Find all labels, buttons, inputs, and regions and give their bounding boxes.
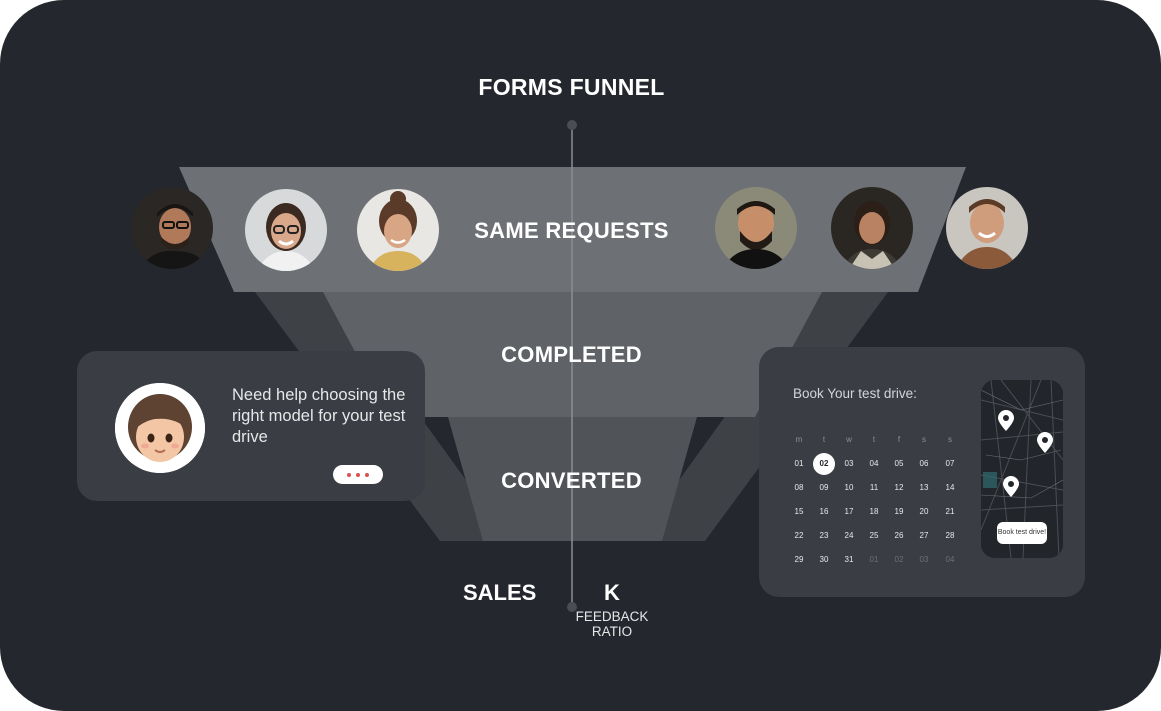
calendar-day[interactable]: 12 xyxy=(894,483,904,492)
avatar-person-2 xyxy=(245,189,327,271)
stage-label-completed: COMPLETED xyxy=(501,342,642,367)
calendar-day[interactable]: 07 xyxy=(945,459,955,468)
calendar-day[interactable]: 15 xyxy=(794,507,804,516)
calendar-day-next-month: 04 xyxy=(945,555,955,564)
weekday-label: t xyxy=(822,435,826,444)
avatar-person-6 xyxy=(946,187,1028,269)
avatar-person-4 xyxy=(715,187,797,269)
weekday-label: s xyxy=(922,435,926,444)
calendar-day[interactable]: 24 xyxy=(844,531,854,540)
assistant-chat-card: Need help choosing the right model for y… xyxy=(77,351,425,501)
calendar-day[interactable]: 03 xyxy=(844,459,854,468)
calendar-day[interactable]: 18 xyxy=(869,507,879,516)
weekday-label: m xyxy=(795,435,803,444)
calendar-day-next-month: 01 xyxy=(869,555,879,564)
k-value: K xyxy=(604,580,620,605)
map-pin-icon[interactable] xyxy=(1002,476,1020,503)
calendar-day[interactable]: 11 xyxy=(869,483,879,492)
map-pin-icon[interactable] xyxy=(997,410,1015,437)
avatar-person-3 xyxy=(357,189,439,271)
book-test-drive-card: Book Your test drive: m t w t f s s 01 0… xyxy=(759,347,1085,597)
avatar-person-5 xyxy=(831,187,913,269)
calendar-day[interactable]: 25 xyxy=(869,531,879,540)
calendar-day[interactable]: 01 xyxy=(794,459,804,468)
calendar-day[interactable]: 20 xyxy=(919,507,929,516)
calendar-day[interactable]: 10 xyxy=(844,483,854,492)
calendar-day[interactable]: 17 xyxy=(844,507,854,516)
typing-indicator[interactable] xyxy=(333,465,383,484)
calendar-day[interactable]: 31 xyxy=(844,555,854,564)
calendar-day[interactable]: 04 xyxy=(869,459,879,468)
map-pin-icon[interactable] xyxy=(1036,432,1054,459)
calendar-day[interactable]: 23 xyxy=(819,531,829,540)
booking-title: Book Your test drive: xyxy=(793,386,917,401)
calendar-day[interactable]: 08 xyxy=(794,483,804,492)
feedback-ratio-label: FEEDBACK RATIO xyxy=(575,609,649,639)
calendar-day[interactable]: 22 xyxy=(794,531,804,540)
calendar-day[interactable]: 21 xyxy=(945,507,955,516)
calendar-day[interactable]: 28 xyxy=(945,531,955,540)
assistant-message: Need help choosing the right model for y… xyxy=(232,386,406,446)
calendar-day[interactable]: 09 xyxy=(819,483,829,492)
calendar-day[interactable]: 06 xyxy=(919,459,929,468)
calendar-day[interactable]: 16 xyxy=(819,507,829,516)
calendar-day-next-month: 02 xyxy=(894,555,904,564)
calendar-day[interactable]: 14 xyxy=(945,483,955,492)
weekday-label: w xyxy=(846,435,852,444)
calendar-day-next-month: 03 xyxy=(919,555,929,564)
weekday-label: f xyxy=(897,435,901,444)
calendar-day[interactable]: 05 xyxy=(894,459,904,468)
weekday-label: s xyxy=(948,435,952,444)
stage-label-converted: CONVERTED xyxy=(501,468,642,493)
calendar-day[interactable]: 26 xyxy=(894,531,904,540)
funnel-title: FORMS FUNNEL xyxy=(478,74,665,100)
calendar-day[interactable]: 30 xyxy=(819,555,829,564)
calendar-day-selected[interactable]: 02 xyxy=(813,453,835,475)
weekday-label: t xyxy=(872,435,876,444)
calendar-day[interactable]: 29 xyxy=(794,555,804,564)
stage-label-same-requests: SAME REQUESTS xyxy=(474,218,669,243)
phone-map-preview: Book test drive! xyxy=(981,380,1063,558)
assistant-avatar xyxy=(115,383,205,473)
avatar-person-1 xyxy=(131,187,213,269)
calendar-day[interactable]: 19 xyxy=(894,507,904,516)
calendar-day[interactable]: 13 xyxy=(919,483,929,492)
book-test-drive-button[interactable]: Book test drive! xyxy=(997,522,1047,544)
sales-label: SALES xyxy=(463,580,537,605)
calendar-day[interactable]: 27 xyxy=(919,531,929,540)
